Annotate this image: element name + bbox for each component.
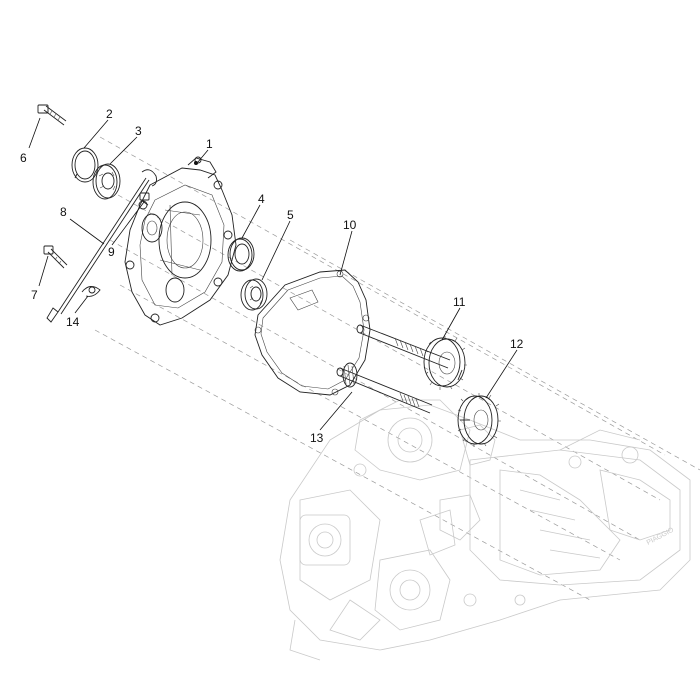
transmission-cover-part-1 [124,156,237,326]
oil-seal-part-4 [227,237,255,272]
gear-shaft-part-11 [356,324,467,390]
engine-assembly [279,399,691,661]
part-label-10: 10 [343,218,357,232]
bearing-part-3 [92,163,121,200]
part-label-8: 8 [60,205,67,219]
part-label-3: 3 [135,124,142,138]
leader-lines [28,117,518,431]
part-label-4: 4 [258,192,265,206]
bolt-part-7 [43,245,68,269]
part-label-2: 2 [106,107,113,121]
clip-part-14 [81,286,101,297]
part-label-9: 9 [108,245,115,259]
part-label-12: 12 [510,337,524,351]
part-label-7: 7 [31,288,38,302]
part-label-6: 6 [20,151,27,165]
part-label-14: 14 [66,315,80,329]
gear-part-12 [457,393,501,447]
part-label-5: 5 [287,208,294,222]
shaft-part-13 [336,362,433,414]
dipstick-part-8 [46,169,157,323]
bolt-part-6 [37,104,67,126]
alignment-lines [94,136,700,601]
part-label-11: 11 [453,295,466,309]
bearing-part-5 [240,278,268,311]
part-label-13: 13 [310,431,324,445]
part-label-1: 1 [206,137,213,151]
gasket-part-10 [254,269,371,396]
circlip-part-2 [71,147,99,183]
part-labels: 1 2 3 4 5 6 7 8 9 10 11 12 13 14 [20,107,524,445]
